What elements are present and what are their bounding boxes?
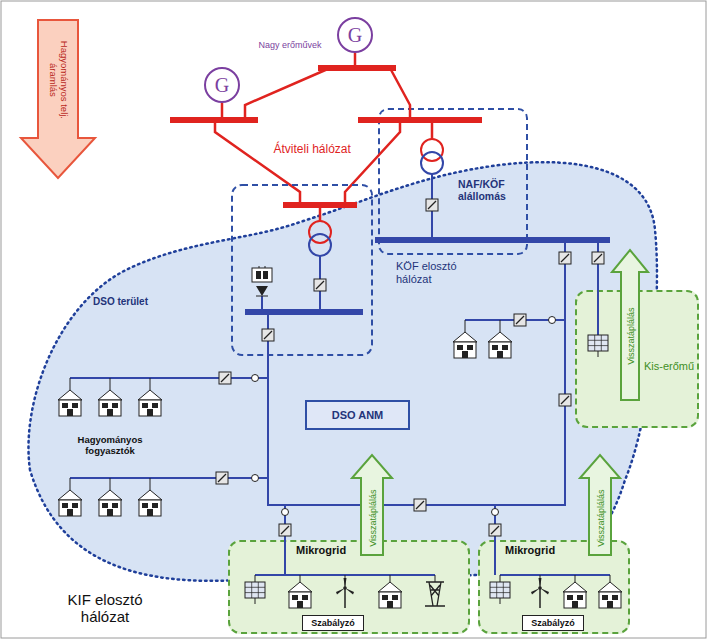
network-caption: Átviteli hálózat bbox=[274, 143, 351, 157]
plant-caption: Nagy erőművek bbox=[259, 40, 322, 50]
node-label: Kis-erőmű bbox=[644, 360, 696, 373]
node-label: Szabályzó bbox=[531, 618, 575, 628]
storage-unit bbox=[252, 266, 272, 296]
transmission-buses bbox=[170, 65, 482, 208]
flow-caption: Hagyományos telj. áramlás bbox=[47, 24, 69, 136]
node-label: Mikrogrid bbox=[505, 544, 565, 557]
distribution-buses bbox=[245, 237, 610, 315]
generator-circle: G bbox=[204, 67, 240, 103]
feed-in-arrows bbox=[352, 250, 648, 555]
node-label: DSO terület bbox=[93, 296, 193, 308]
node-label: G bbox=[215, 74, 229, 97]
region-outline bbox=[15, 150, 670, 590]
dso-region: DSO terület KÖF elosztó hálózatDSO ANM bbox=[15, 150, 670, 590]
node-label: Szabályzó bbox=[311, 618, 355, 628]
node-label: KÖF elosztó hálózat bbox=[396, 260, 480, 285]
feed-in-caption: Visszatáplálás bbox=[595, 489, 605, 546]
substation-outline bbox=[232, 185, 372, 355]
breakers bbox=[216, 199, 604, 536]
node-label: G bbox=[348, 24, 362, 47]
regulator-box: Szabályzó bbox=[302, 615, 364, 631]
generator-circle: G bbox=[337, 17, 373, 53]
houses bbox=[58, 332, 512, 516]
regulator-box: Szabályzó bbox=[522, 615, 584, 631]
feed-in-caption: Visszatáplálás bbox=[367, 489, 377, 546]
consumer-caption: Hagyományos fogyasztók bbox=[70, 435, 150, 457]
node-label: Mikrogrid bbox=[296, 544, 356, 557]
power-flow-arrow bbox=[21, 20, 95, 178]
transmission-lines bbox=[215, 53, 432, 221]
microgrid-units bbox=[245, 335, 622, 608]
network-caption: KIF elosztó hálózat bbox=[43, 591, 168, 626]
region-shape bbox=[28, 162, 656, 581]
feed-in-caption: Visszatáplálás bbox=[625, 307, 635, 364]
distribution-lines bbox=[70, 174, 610, 575]
drops bbox=[70, 320, 610, 588]
controller-box: DSO ANM bbox=[305, 400, 410, 430]
node-label: NAF/KÖF alállomás bbox=[458, 178, 524, 202]
node-label: DSO ANM bbox=[332, 409, 384, 422]
switches bbox=[252, 317, 556, 516]
